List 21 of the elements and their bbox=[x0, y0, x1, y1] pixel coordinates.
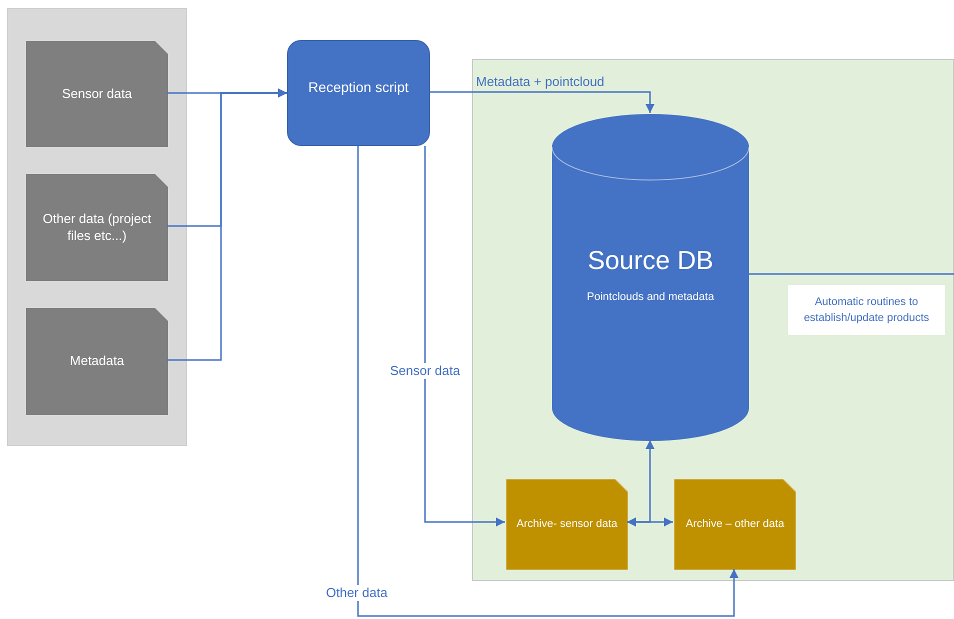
edge-label: Metadata + pointcloud bbox=[475, 74, 606, 90]
process-box bbox=[287, 40, 430, 146]
node-text: Sensor data bbox=[60, 86, 134, 102]
node-text: Reception script bbox=[308, 79, 409, 96]
edge-label: Sensor data bbox=[388, 363, 462, 379]
connector-arrow bbox=[430, 91, 654, 113]
connector-arrow bbox=[424, 146, 505, 526]
database-subtitle: Pointclouds and metadata bbox=[586, 290, 714, 304]
node-text: Automatic routines to establish/update products bbox=[802, 295, 930, 326]
connector-arrow bbox=[167, 88, 287, 361]
database-title: Source DB bbox=[588, 244, 714, 276]
connector-arrow bbox=[627, 440, 654, 526]
node-text: Archive – other data bbox=[684, 518, 786, 532]
edge-label: Other data bbox=[324, 585, 390, 601]
node-text: Metadata bbox=[68, 353, 126, 370]
connector-arrow bbox=[357, 146, 738, 617]
node-text: Other data (project files etc...) bbox=[42, 211, 152, 244]
note-box bbox=[788, 285, 945, 335]
sources-panel bbox=[7, 8, 187, 446]
node-text: Archive- sensor data bbox=[516, 518, 618, 532]
storage-panel bbox=[472, 59, 954, 581]
